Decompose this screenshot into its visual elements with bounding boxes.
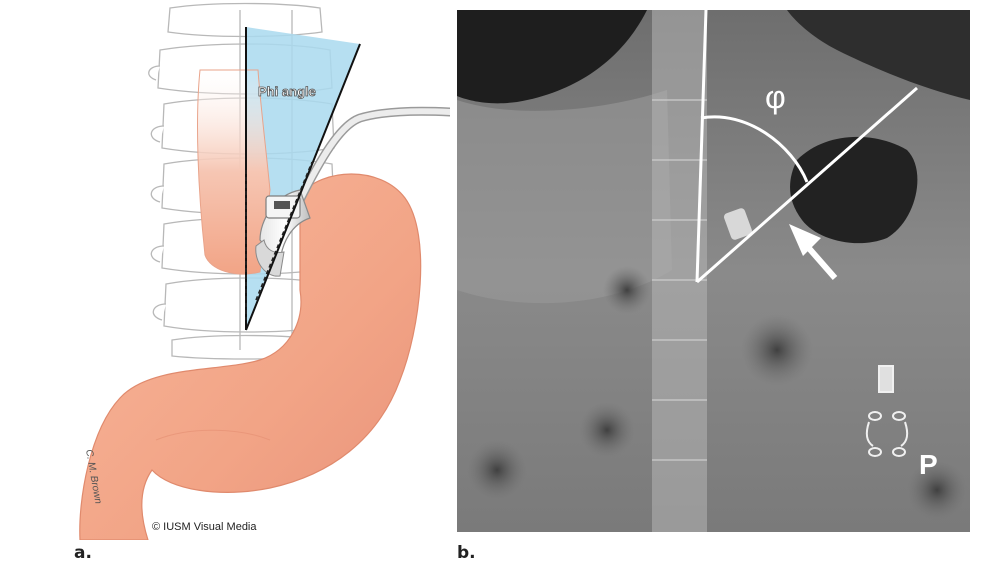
panel-a-label: a. xyxy=(74,543,92,563)
band-device-shadow xyxy=(724,208,752,240)
stomach-curvature xyxy=(155,429,271,441)
stomach xyxy=(79,173,422,540)
panel-b-xray: φ P b. xyxy=(450,0,1001,569)
band-axis-line xyxy=(696,86,918,284)
phi-symbol-label: φ xyxy=(765,79,786,115)
gastric-band xyxy=(255,189,311,277)
gastric-air-bubble xyxy=(790,136,918,244)
esophagus xyxy=(197,69,271,275)
phi-angle-label: Phi angle xyxy=(258,84,316,99)
panel-b-label: b. xyxy=(457,543,476,563)
band-dashed-line xyxy=(255,161,313,301)
left-lung-field xyxy=(457,10,647,104)
band-axis-line xyxy=(245,43,361,331)
phi-angle-arc xyxy=(700,115,809,183)
copyright-text: © IUSM Visual Media xyxy=(152,521,257,533)
panel-a-illustration: Phi angle C. M. Brown © IUSM Visual Medi… xyxy=(0,0,450,569)
right-lung-field xyxy=(787,10,970,100)
stomach-illustration: Phi angle C. M. Brown © IUSM Visual Medi… xyxy=(79,2,450,540)
vertical-reference-line xyxy=(695,10,708,283)
port-device xyxy=(865,365,909,457)
port-marker-label: P xyxy=(919,449,938,480)
abdominal-radiograph: φ P xyxy=(457,10,970,532)
band-arrow-icon xyxy=(789,224,838,280)
